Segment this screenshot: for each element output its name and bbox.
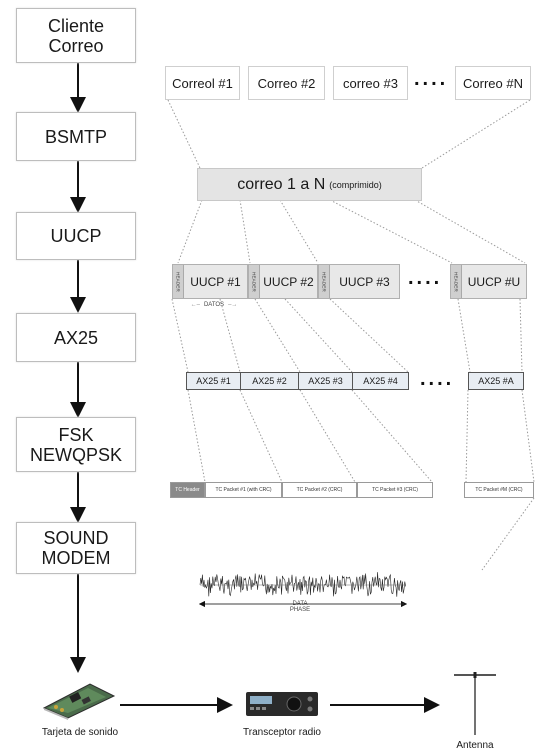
mail-box-n: Correo #N <box>455 66 531 100</box>
stack-ax25: AX25 <box>16 313 136 362</box>
tc-packet-1: TC Packet #1 (with CRC) <box>205 482 282 498</box>
uucp-ellipsis: .... <box>408 267 443 289</box>
stack-arrows <box>70 63 440 713</box>
stack-uucp: UUCP <box>16 212 136 260</box>
ax25-ellipsis: .... <box>420 368 455 390</box>
ax25-box-2: AX25 #2 <box>240 372 299 390</box>
stack-cliente-correo: Cliente Correo <box>16 8 136 63</box>
stack-bsmtp: BSMTP <box>16 112 136 161</box>
tc-header-box: TC Header <box>170 482 205 498</box>
ax25-box-1: AX25 #1 <box>186 372 241 390</box>
data-phase-line1: DATA <box>292 601 308 607</box>
compressed-main-label: correo 1 a N <box>237 175 326 193</box>
sound-card-label: Tarjeta de sonido <box>41 727 119 738</box>
uucp-box-2: HEADER UUCP #2 <box>248 264 318 299</box>
radio-transceiver-icon <box>244 688 320 720</box>
mail-box-1: Correol #1 <box>165 66 240 100</box>
uucp-label-2: UUCP #2 <box>263 274 314 289</box>
data-phase-waveform <box>198 570 408 608</box>
stack-fsk-newqpsk: FSK NEWQPSK <box>16 417 136 472</box>
uucp-box-1: HEADER UUCP #1 <box>172 264 248 299</box>
compressed-mail-box: correo 1 a N (comprimido) <box>197 168 422 201</box>
datos-label: DATOS <box>203 302 225 308</box>
ax25-box-4: AX25 #4 <box>352 372 409 390</box>
uucp-box-u: HEADER UUCP #U <box>450 264 527 299</box>
mail-box-2: Correo #2 <box>248 66 325 100</box>
sound-card-icon <box>40 680 118 720</box>
tc-packet-m: TC Packet #M (CRC) <box>464 482 534 498</box>
uucp-label-3: UUCP #3 <box>339 274 390 289</box>
uucp-label-1: UUCP #1 <box>190 274 241 289</box>
data-phase-line2: PHASE <box>289 607 311 613</box>
uucp-header-1: HEADER <box>173 265 184 298</box>
data-phase-label: DATA PHASE <box>270 601 330 613</box>
uucp-label-u: UUCP #U <box>467 274 521 289</box>
tc-packet-2: TC Packet #2 (CRC) <box>282 482 357 498</box>
ax25-box-a: AX25 #A <box>468 372 524 390</box>
stack-sound-modem: SOUND MODEM <box>16 522 136 574</box>
ax25-box-3: AX25 #3 <box>298 372 353 390</box>
dotted-connectors <box>167 99 535 571</box>
tc-packet-3: TC Packet #3 (CRC) <box>357 482 433 498</box>
radio-transceiver-label: Transceptor radio <box>243 727 321 738</box>
uucp-header-2: HEADER <box>249 265 260 298</box>
datos-span: ←–DATOS–→ <box>190 302 238 308</box>
antenna-label: Antenna <box>456 740 494 751</box>
uucp-header-3: HEADER <box>319 265 330 298</box>
uucp-box-3: HEADER UUCP #3 <box>318 264 400 299</box>
compressed-sub-label: (comprimido) <box>329 179 382 190</box>
uucp-header-u: HEADER <box>451 265 462 298</box>
antenna-icon <box>450 667 500 737</box>
mail-ellipsis: .... <box>414 68 449 90</box>
mail-box-3: correo #3 <box>333 66 408 100</box>
